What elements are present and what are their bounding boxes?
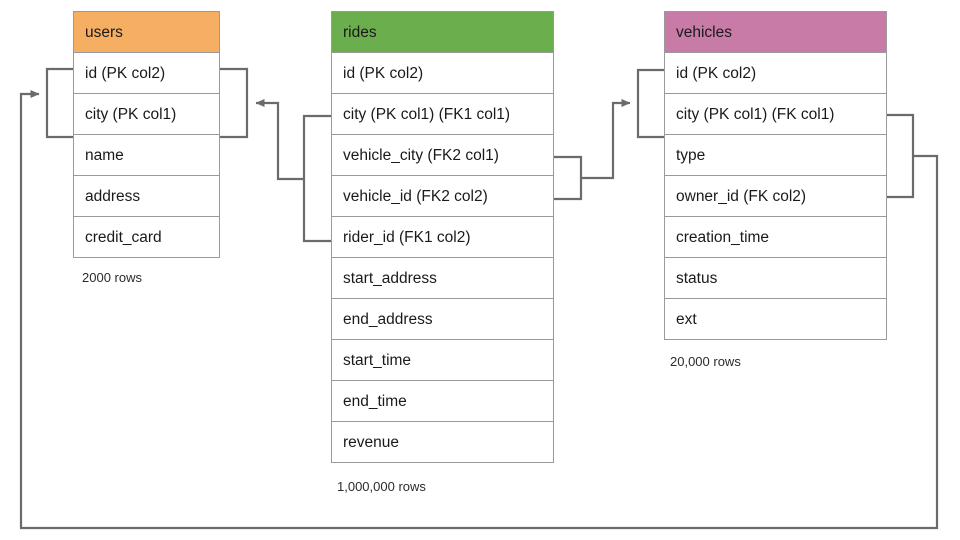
field-row[interactable]: start_time <box>332 340 553 381</box>
row-count-rides: 1,000,000 rows <box>337 479 426 494</box>
field-row[interactable]: end_address <box>332 299 553 340</box>
connector-vehicles-right-bracket <box>887 113 915 199</box>
field-row[interactable]: end_time <box>332 381 553 422</box>
field-row[interactable]: id (PK col2) <box>332 53 553 94</box>
connector-rides-fk1-bracket <box>302 114 331 243</box>
field-row[interactable]: owner_id (FK col2) <box>665 176 886 217</box>
field-row[interactable]: city (PK col1) (FK col1) <box>665 94 886 135</box>
entity-table-rides[interactable]: rides id (PK col2) city (PK col1) (FK1 c… <box>331 11 554 463</box>
connector-rides-fk1-to-users <box>255 99 304 181</box>
connector-users-right-bracket <box>220 67 249 139</box>
row-count-vehicles: 20,000 rows <box>670 354 741 369</box>
entity-header-rides: rides <box>332 12 553 53</box>
entity-table-vehicles[interactable]: vehicles id (PK col2) city (PK col1) (FK… <box>664 11 887 340</box>
connector-rides-fk2-to-vehicles <box>581 99 631 180</box>
field-row[interactable]: type <box>665 135 886 176</box>
connector-users-left-bracket <box>45 67 73 139</box>
entity-header-vehicles: vehicles <box>665 12 886 53</box>
field-row[interactable]: credit_card <box>74 217 219 258</box>
connector-vehicles-left-bracket <box>636 68 664 139</box>
connector-rides-fk2-bracket <box>554 155 583 201</box>
field-row[interactable]: id (PK col2) <box>665 53 886 94</box>
field-row[interactable]: city (PK col1) <box>74 94 219 135</box>
field-row[interactable]: rider_id (FK1 col2) <box>332 217 553 258</box>
field-row[interactable]: ext <box>665 299 886 340</box>
field-row[interactable]: id (PK col2) <box>74 53 219 94</box>
field-row[interactable]: name <box>74 135 219 176</box>
field-row[interactable]: vehicle_city (FK2 col1) <box>332 135 553 176</box>
field-row[interactable]: revenue <box>332 422 553 463</box>
field-row[interactable]: status <box>665 258 886 299</box>
entity-table-users[interactable]: users id (PK col2) city (PK col1) name a… <box>73 11 220 258</box>
field-row[interactable]: vehicle_id (FK2 col2) <box>332 176 553 217</box>
field-row[interactable]: creation_time <box>665 217 886 258</box>
field-row[interactable]: start_address <box>332 258 553 299</box>
entity-header-users: users <box>74 12 219 53</box>
field-row[interactable]: city (PK col1) (FK1 col1) <box>332 94 553 135</box>
row-count-users: 2000 rows <box>82 270 142 285</box>
field-row[interactable]: address <box>74 176 219 217</box>
